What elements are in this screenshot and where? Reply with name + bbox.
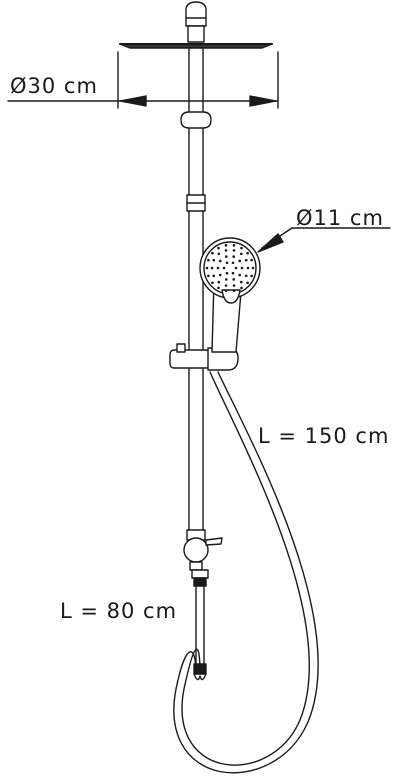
nozzle-dot <box>246 281 249 285</box>
nozzle-dot <box>246 266 250 270</box>
nozzle-dot <box>218 259 222 263</box>
nozzle-dot <box>217 252 221 256</box>
nozzle-dot <box>239 252 243 256</box>
long-hose-length-label: L = 150 cm <box>258 424 390 448</box>
nozzle-dot <box>250 258 253 262</box>
hand-shower-diameter-label: Ø11 cm <box>296 206 384 230</box>
nozzle-dot <box>217 246 220 250</box>
nozzle-dot <box>232 284 236 287</box>
nozzle-dot <box>225 261 229 265</box>
nozzle-dot <box>211 251 214 255</box>
nozzle-dot <box>224 289 228 292</box>
spray-nozzles <box>205 244 255 292</box>
nozzle-dot <box>232 289 236 292</box>
hand-diameter-dimension <box>257 227 391 253</box>
nozzle-dot <box>210 266 214 270</box>
nozzle-dot <box>232 278 236 281</box>
nozzle-dot <box>216 266 220 270</box>
nozzle-dot <box>224 255 228 258</box>
nozzle-dot <box>225 271 229 275</box>
nozzle-dot <box>231 271 235 275</box>
hand-shower <box>199 237 261 353</box>
head-diameter-label: Ø30 cm <box>10 74 98 98</box>
nozzle-dot <box>240 286 243 290</box>
nozzle-dot <box>240 266 244 270</box>
nozzle-dot <box>238 273 242 277</box>
nozzle-dot <box>244 274 248 278</box>
nozzle-dot <box>239 280 243 284</box>
nozzle-dot <box>207 258 210 262</box>
nozzle-dot <box>238 259 242 263</box>
nozzle-dot <box>231 261 235 265</box>
nozzle-dot <box>224 244 228 247</box>
nozzle-dot <box>212 274 216 278</box>
nozzle-dot <box>246 251 249 255</box>
nozzle-dot <box>232 249 236 252</box>
nozzle-dot <box>232 244 236 247</box>
nozzle-dot <box>251 266 255 270</box>
short-hose-length-label: L = 80 cm <box>60 599 178 623</box>
nozzle-dot <box>224 249 228 252</box>
nozzle-dot <box>218 273 222 277</box>
nozzle-dot <box>205 266 209 270</box>
head-diameter-dimension <box>7 51 279 109</box>
nozzle-dot <box>244 258 248 262</box>
long-hose-150 <box>173 371 319 774</box>
nozzle-dot <box>224 278 228 281</box>
nozzle-dot <box>232 255 236 258</box>
nozzle-dot <box>217 286 220 290</box>
diverter-valve <box>183 537 223 571</box>
nozzle-dot <box>250 274 253 278</box>
nozzle-dot <box>224 284 228 287</box>
nozzle-dot <box>212 258 216 262</box>
nozzle-dot <box>211 281 214 285</box>
rain-shower-head <box>119 1 273 49</box>
upper-pipe <box>180 47 212 212</box>
nozzle-dot <box>217 280 221 284</box>
nozzle-dot <box>222 266 226 270</box>
nozzle-dot <box>207 274 210 278</box>
nozzle-dot <box>234 266 238 270</box>
nozzle-dot <box>240 246 243 250</box>
